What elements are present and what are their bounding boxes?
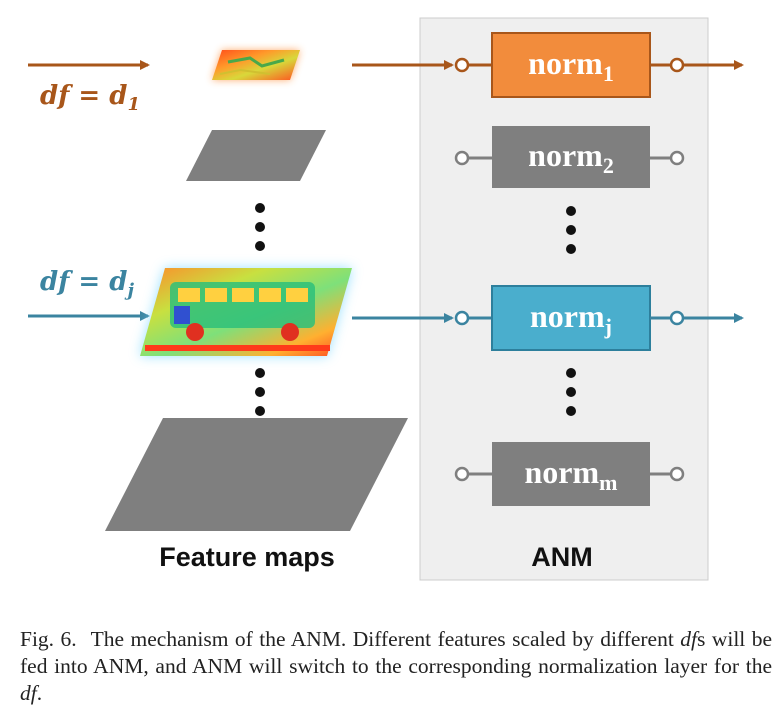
svg-text:norm2: norm2 [528,137,614,178]
svg-text:normj: normj [530,298,612,339]
ellipsis-dots-anm-lower [566,368,576,416]
norm-layer-2: norm2 [454,126,685,188]
caption-text-3: . [36,681,43,705]
norm-layer-1: norm1 [454,32,744,98]
feature-map-m [105,418,408,531]
ellipsis-dots-feature-lower [255,368,265,416]
df-label-d1: df = d1 [40,81,140,115]
ellipsis-dots-feature-upper [255,203,265,251]
feature-map-j [140,268,352,356]
svg-text:normm: normm [525,454,618,495]
caption-df-1: df [680,627,698,651]
feature-map-2 [186,130,326,181]
norm-layer-m: normm [454,442,685,506]
norm-layer-j: normj [454,285,744,351]
anm-diagram: df = d1 df = dj [28,17,744,581]
df-label-dj: df = dj [40,267,134,301]
anm-label: ANM [531,542,593,572]
caption-df-2: df [20,681,37,705]
svg-text:norm1: norm1 [528,45,614,86]
figure-caption: Fig. 6. The mechanism of the ANM. Differe… [20,626,772,707]
feature-map-1 [212,50,300,80]
feature-maps-label: Feature maps [159,542,335,572]
ellipsis-dots-anm-upper [566,206,576,254]
caption-text-2: s will be fed into ANM, and ANM will swi… [20,627,773,678]
figure-label: Fig. 6. [20,627,77,651]
caption-text-1: The mechanism of the ANM. Different feat… [90,627,681,651]
